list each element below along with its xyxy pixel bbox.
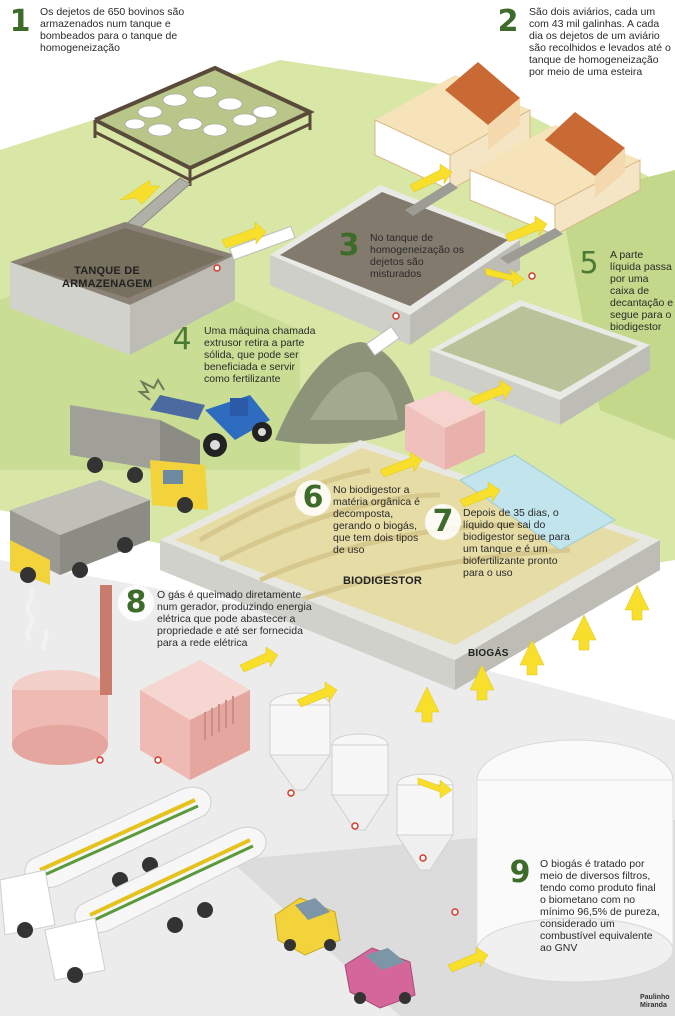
step-number: 5 [579, 246, 599, 281]
fertilizer-pile [275, 342, 420, 444]
step-text: Depois de 35 dias, o líquido que sai do … [463, 507, 570, 579]
step-text: Os dejetos de 650 bovinos são armazenado… [40, 6, 185, 54]
label-storage-tank: TANQUE DE ARMAZENAGEM [62, 265, 153, 290]
aviary-2 [469, 112, 641, 236]
step-number: 1 [2, 4, 38, 40]
author-credit: Paulinho Miranda [640, 994, 670, 1009]
step-text: O biogás é tratado por meio de diversos … [540, 858, 660, 954]
extruder-pipe [366, 325, 400, 357]
tractor [137, 377, 272, 457]
flow-arrows [119, 163, 650, 973]
step-number: 2 [490, 4, 526, 40]
grass-hill-right [560, 170, 675, 440]
conveyor-1 [405, 182, 458, 216]
label-biogas: BIOGÁS [468, 648, 509, 659]
storage-tank [10, 222, 235, 355]
aviary-1 [374, 62, 531, 191]
step-number: 6 [295, 480, 331, 516]
step-text: O gás é queimado diretamente num gerador… [157, 589, 312, 649]
step-text: No biodigestor a matéria orgânica é deco… [333, 484, 420, 556]
valves [96, 264, 536, 916]
step-text: São dois aviários, cada um com 43 mil ga… [529, 6, 671, 78]
truck-2 [10, 480, 150, 585]
homogenization-tank [270, 185, 520, 345]
step-number: 7 [425, 504, 461, 540]
step-number: 8 [118, 585, 154, 621]
tanker-truck-2 [44, 826, 267, 983]
step-number: 3 [338, 228, 360, 263]
biodigestor [160, 440, 660, 690]
car-pink [344, 947, 416, 1009]
step-number: 4 [172, 322, 192, 357]
biomethane-tank [476, 739, 674, 983]
step-text: No tanque de homogeneização os dejetos s… [370, 232, 464, 280]
pump-box [405, 390, 485, 470]
truck-1 [70, 405, 208, 513]
step-number: 9 [509, 855, 531, 890]
car-yellow [274, 897, 341, 956]
cattle-pen [93, 65, 315, 186]
generator-building [12, 585, 250, 780]
step-text: Uma máquina chamada extrusor retira a pa… [204, 325, 316, 385]
biofertilizer-tank [458, 454, 616, 551]
steam [25, 586, 49, 652]
step-text: A parte líquida passa por uma caixa de d… [610, 249, 674, 333]
tanker-truck-1 [0, 786, 212, 938]
conveyor-2 [500, 228, 563, 264]
label-biodigestor: BIODIGESTOR [343, 575, 423, 587]
decantation-box [430, 300, 650, 425]
